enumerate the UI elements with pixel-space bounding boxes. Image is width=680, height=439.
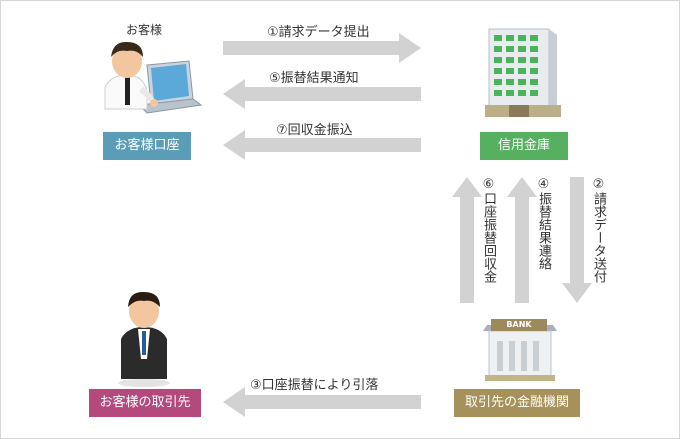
label-step4: ④振替結果連絡 <box>536 177 551 270</box>
arrow-step3-left <box>223 387 421 417</box>
customer-heading: お客様 <box>126 23 163 37</box>
bank-sign: BANK <box>506 320 532 329</box>
label-step2: ②請求データ送付 <box>591 177 606 283</box>
label-step5: ⑤振替結果通知 <box>269 71 359 86</box>
label-step3: ③口座振替により引落 <box>250 378 379 393</box>
arrow-step2-down <box>562 177 592 303</box>
arrow-step4-up <box>507 177 537 303</box>
label-step6: ⑥口座振替回収金 <box>481 177 496 283</box>
label-step1: ①請求データ提出 <box>267 25 370 40</box>
credit-union-box: 信用金庫 <box>480 132 568 160</box>
arrow-step5-left <box>223 79 421 109</box>
customer-partner-box: お客様の取引先 <box>89 389 201 417</box>
label-step7: ⑦回収金振込 <box>276 123 353 138</box>
arrow-step7-left <box>223 130 421 160</box>
partner-bank-box: 取引先の金融機関 <box>454 389 580 417</box>
arrow-step1-right <box>223 33 421 63</box>
arrow-step6-up <box>452 177 482 303</box>
customer-account-box: お客様口座 <box>103 132 191 160</box>
